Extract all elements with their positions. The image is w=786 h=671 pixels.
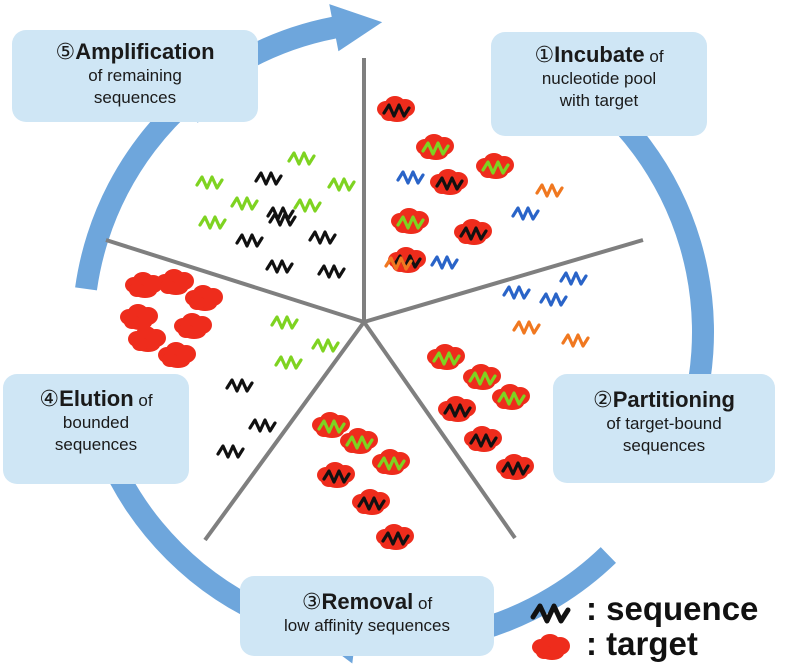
step-title-suffix: of: [133, 391, 153, 410]
sequence-icon: [265, 259, 294, 274]
target-icon: [185, 285, 223, 311]
step-description-line1: of remaining: [88, 66, 182, 85]
molecules: [120, 96, 590, 550]
step-elution-box: ④Elution of bounded sequences: [3, 374, 189, 484]
sequence-icon: [421, 141, 450, 156]
sequence-icon: [469, 433, 498, 448]
target-icon: [532, 634, 570, 660]
sequence-icon: [345, 435, 374, 450]
step-number: ①: [534, 42, 555, 67]
step-number: ③: [301, 589, 322, 614]
cycle-arrow: [232, 4, 383, 74]
sequence-icon: [459, 226, 488, 241]
target-icon: [120, 304, 158, 330]
sequence-icon: [195, 175, 224, 190]
step-description-line1: of target-bound: [606, 414, 722, 433]
step-removal-box: ③Removal of low affinity sequences: [240, 576, 494, 656]
step-description-line1: nucleotide pool: [541, 69, 657, 88]
sequence-icon: [481, 160, 510, 175]
sequence-icon: [235, 233, 264, 248]
sequence-icon: [382, 103, 411, 118]
sequence-icon: [327, 177, 356, 192]
step-title: Incubate: [554, 42, 645, 67]
sequence-icon: [377, 456, 406, 471]
step-amplification-box: ⑤Amplification of remaining sequences: [12, 30, 258, 122]
step-partitioning-box: ②Partitioning of target-bound sequences: [553, 374, 775, 483]
sequence-icon: [497, 391, 526, 406]
sequence-icon: [317, 264, 346, 279]
legend-sequence-label: : sequence: [586, 590, 759, 627]
step-number: ②: [593, 387, 613, 412]
sector-dividers: [105, 58, 644, 542]
step-title-suffix: of: [413, 594, 433, 613]
sector-divider: [105, 238, 365, 324]
sequence-icon: [502, 285, 531, 300]
sequence-icon: [501, 461, 530, 476]
sequence-icon: [268, 212, 297, 227]
sequence-icon: [254, 171, 283, 186]
sequence-icon: [539, 292, 568, 307]
step-number: ⑤: [55, 39, 76, 64]
step-title: Removal: [321, 589, 414, 614]
step-description-line2: sequences: [93, 88, 177, 107]
sequence-icon: [512, 320, 541, 335]
target-icon: [174, 313, 212, 339]
sequence-icon: [559, 271, 588, 286]
sequence-icon: [322, 469, 351, 484]
sequence-icon: [248, 418, 277, 433]
step-number: ④: [39, 386, 60, 411]
sector-divider: [363, 238, 644, 324]
sequence-icon: [308, 230, 337, 245]
sequence-icon: [287, 151, 316, 166]
sequence-icon: [435, 176, 464, 191]
sequence-icon: [396, 170, 425, 185]
sector-divider: [203, 320, 366, 542]
step-description-line2: sequences: [622, 436, 706, 455]
target-icon: [156, 269, 194, 295]
sequence-icon: [443, 403, 472, 418]
sequence-icon: [311, 338, 340, 353]
sequence-icon: [381, 531, 410, 546]
legend-target-label: : target: [586, 625, 698, 662]
step-incubate-box: ①Incubate of nucleotide pool with target: [491, 32, 707, 136]
sequence-icon: [317, 419, 346, 434]
sequence-icon: [511, 206, 540, 221]
sequence-icon: [432, 351, 461, 366]
step-description-line2: with target: [559, 91, 639, 110]
sequence-icon: [384, 256, 413, 271]
sequence-icon: [230, 196, 259, 211]
sector-divider: [362, 320, 517, 540]
step-title: Elution: [59, 386, 134, 411]
sequence-icon: [468, 371, 497, 386]
sequence-icon: [396, 215, 425, 230]
sequence-icon: [293, 198, 322, 213]
target-icon: [158, 342, 196, 368]
legend-target-icon: [532, 634, 570, 660]
sequence-icon: [266, 206, 295, 221]
step-description-line1: bounded: [62, 413, 130, 432]
sequence-icon: [530, 603, 571, 624]
step-description-line2: sequences: [54, 435, 138, 454]
sequence-icon: [393, 254, 422, 269]
sequence-icon: [357, 496, 386, 511]
step-title-suffix: of: [644, 47, 664, 66]
step-title: Amplification: [75, 39, 215, 64]
sequence-icon: [274, 355, 303, 370]
sequence-icon: [535, 183, 564, 198]
step-title: Partitioning: [612, 387, 735, 412]
sequence-icon: [430, 255, 459, 270]
step-description-line1: low affinity sequences: [283, 616, 450, 635]
sequence-icon: [561, 333, 590, 348]
sequence-icon: [225, 378, 254, 393]
sequence-icon: [270, 315, 299, 330]
sequence-icon: [216, 444, 245, 459]
target-icon: [125, 272, 163, 298]
legend: [530, 603, 571, 660]
sequence-icon: [198, 215, 227, 230]
target-icon: [128, 326, 166, 352]
legend-sequence-icon: [530, 603, 571, 624]
